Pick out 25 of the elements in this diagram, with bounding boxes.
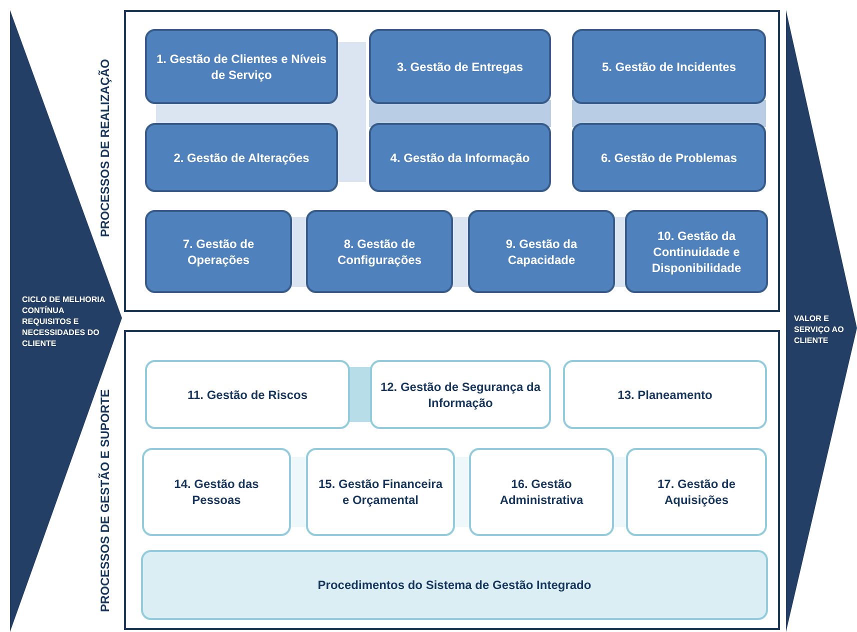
section-heading: PROCESSOS DE GESTÃO E SUPORTE (98, 389, 112, 612)
process-box: 7. Gestão de Operações (145, 210, 292, 293)
process-box: 12. Gestão de Segurança da Informação (370, 360, 551, 429)
process-box: 11. Gestão de Riscos (145, 360, 350, 429)
chevron-label: CICLO DE MELHORIA CONTÍNUA (22, 294, 106, 316)
process-box: 16. Gestão Administrativa (469, 448, 614, 536)
process-box: 4. Gestão da Informação (369, 123, 551, 192)
chevron-label: REQUISITOS E NECESSIDADES DO CLIENTE (22, 316, 100, 349)
process-box: 17. Gestão de Aquisições (626, 448, 767, 536)
process-box: Procedimentos do Sistema de Gestão Integrado (141, 550, 768, 620)
process-box: 13. Planeamento (563, 360, 767, 429)
process-box: 15. Gestão Financeira e Orçamental (306, 448, 455, 536)
process-box: 5. Gestão de Incidentes (572, 29, 766, 104)
process-box: 1. Gestão de Clientes e Níveis de Serviço (145, 29, 338, 104)
chevron-arrow (786, 10, 857, 632)
process-box: 8. Gestão de Configurações (306, 210, 453, 293)
process-box: 14. Gestão das Pessoas (142, 448, 291, 536)
process-box: 2. Gestão de Alterações (145, 123, 338, 192)
process-box: 3. Gestão de Entregas (369, 29, 551, 104)
process-box: 9. Gestão da Capacidade (468, 210, 615, 293)
process-box: 6. Gestão de Problemas (572, 123, 766, 192)
chevron-arrow (10, 10, 122, 632)
process-box: 10. Gestão da Continuidade e Disponibilidade (625, 210, 768, 293)
chevron-label: VALOR E SERVIÇO AO CLIENTE (794, 313, 845, 346)
section-heading: PROCESSOS DE REALIZAÇÃO (98, 58, 112, 237)
